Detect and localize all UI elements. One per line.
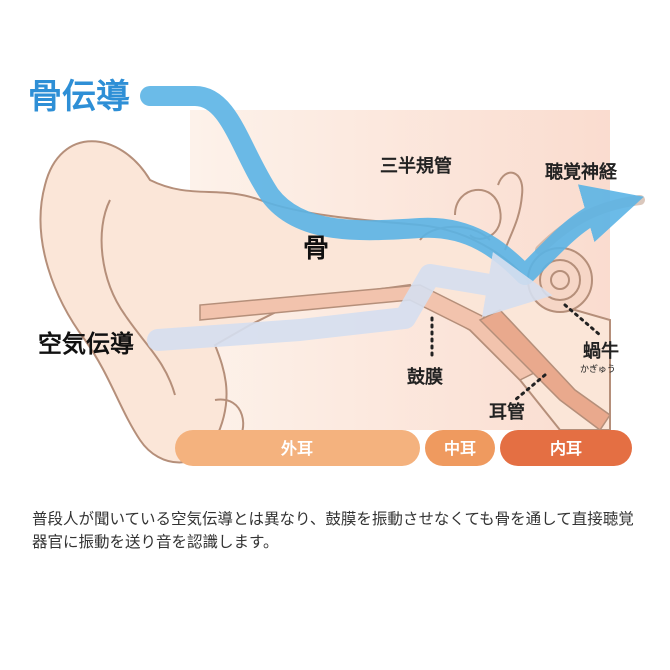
air-conduction-path (147, 252, 553, 351)
svg-text:外耳: 外耳 (280, 439, 313, 458)
svg-text:中耳: 中耳 (444, 439, 476, 458)
auditory-nerve-label: 聴覚神経 (545, 161, 618, 183)
outer-ear (39, 140, 611, 464)
cochlea-reading-label: かぎゅう (580, 363, 616, 375)
ear-helix-fold (100, 199, 176, 396)
caption-text: 普段人が聞いている空気伝導とは異なり、鼓膜を振動させなくても骨を通して直接聴覚器… (32, 510, 634, 551)
cochlea-label: 蝸牛 (583, 340, 619, 362)
ear-canal-label: 耳管 (489, 401, 525, 423)
svg-text:内耳: 内耳 (550, 439, 582, 458)
section-bar-outer-ear: 外耳 (175, 430, 420, 466)
bone-conduction-title: 骨伝導 (28, 77, 130, 117)
eardrum-label: 鼓膜 (407, 366, 443, 388)
semicircular-canals-label: 三半規管 (380, 155, 452, 177)
section-bar-inner-ear: 内耳 (500, 430, 632, 466)
section-bar-middle-ear: 中耳 (425, 430, 495, 466)
bone-label: 骨 (303, 234, 329, 264)
ear-canal-pointer (513, 373, 547, 402)
cochlea-pointer (563, 303, 602, 337)
air-conduction-label: 空気伝導 (38, 330, 134, 358)
